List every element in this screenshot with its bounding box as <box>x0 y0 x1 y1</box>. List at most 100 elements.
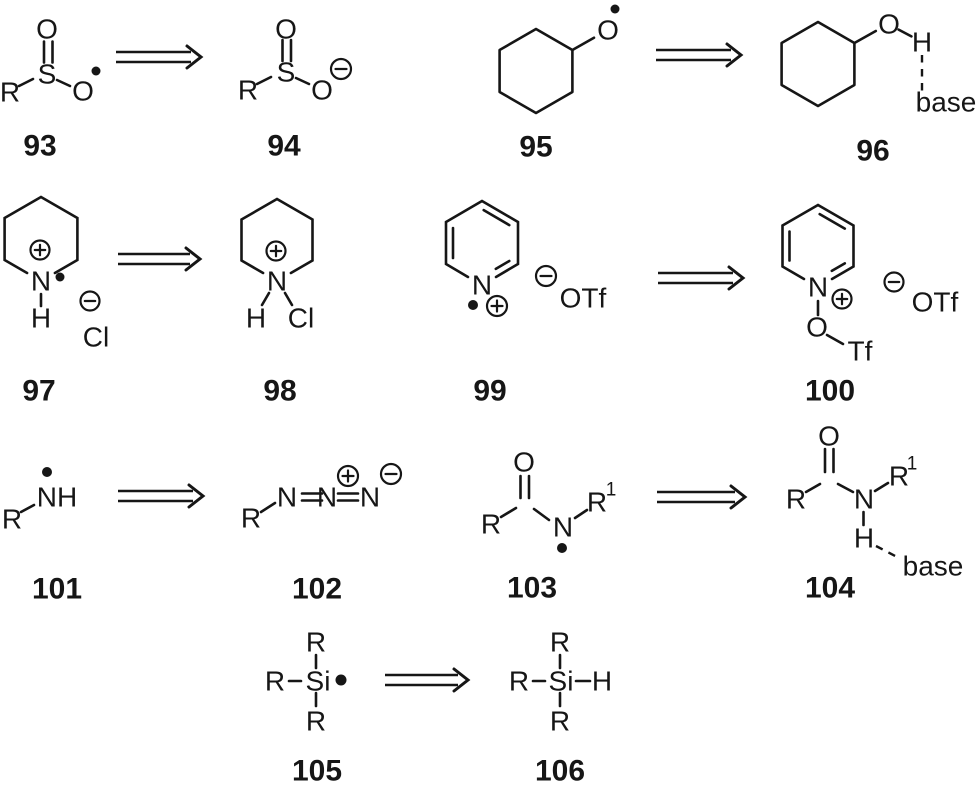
atom-label-N: N <box>808 272 828 303</box>
compound-94-structure: R S O O 94 <box>238 14 353 163</box>
radical-dot-icon <box>91 66 101 76</box>
retro-arrow-icon <box>385 667 471 693</box>
atom-label-N: N <box>267 266 287 297</box>
atom-label-O: O <box>36 14 58 45</box>
atom-label-H: H <box>31 303 51 334</box>
atom-label-O: O <box>878 9 900 40</box>
retro-arrow-icon <box>118 483 206 509</box>
compound-106-structure: R R Si H R 106 <box>509 627 612 788</box>
atom-label-S: S <box>38 59 57 90</box>
compound-93-number: 93 <box>23 130 56 163</box>
minus-charge-icon <box>379 462 403 486</box>
atom-label-N: N <box>553 512 573 543</box>
bond <box>259 501 277 514</box>
radical-dot-icon <box>335 674 347 686</box>
compound-102-structure: R N N N 102 <box>241 462 403 606</box>
compound-95-structure: O 95 <box>498 4 620 164</box>
compound-105-number: 105 <box>292 755 342 788</box>
atom-label-O: O <box>275 14 297 45</box>
minus-charge-icon <box>79 290 101 312</box>
atom-label-R: R <box>265 666 285 697</box>
atom-label-H-highlight: H <box>912 27 932 58</box>
compound-99-structure: N OTf 99 <box>444 199 607 408</box>
compound-93-structure: R S O O 93 <box>0 14 101 163</box>
atom-label-H-highlight: H <box>854 523 874 554</box>
bond <box>255 75 273 86</box>
atom-label-N: N <box>277 482 297 513</box>
piperidine-ring <box>3 195 79 275</box>
atom-label-N: N <box>31 266 51 297</box>
minus-charge-icon <box>329 57 353 81</box>
atom-label-R: R <box>306 706 326 737</box>
compound-98-structure: N H Cl 98 <box>240 197 314 408</box>
compound-96-structure: O H base 96 <box>780 9 976 168</box>
compound-106-number: 106 <box>535 755 585 788</box>
superscript-1: 1 <box>907 454 918 475</box>
atom-label-O: O <box>513 447 535 478</box>
bond <box>573 508 589 520</box>
bond <box>571 36 596 52</box>
bond <box>532 507 551 522</box>
bond <box>897 28 913 38</box>
superscript-1: 1 <box>606 480 617 501</box>
atom-label-N: N <box>472 270 492 301</box>
atom-label-R1: R <box>587 487 607 518</box>
atom-label-H-highlight: H <box>592 666 612 697</box>
compound-95-number: 95 <box>519 131 552 164</box>
atom-label-R: R <box>306 627 326 658</box>
atom-label-N: N <box>854 484 874 515</box>
atom-label-R: R <box>0 77 20 108</box>
atom-label-Si: Si <box>306 666 331 697</box>
compound-102-number: 102 <box>292 573 342 606</box>
plus-charge-icon <box>29 239 51 261</box>
atom-label-R: R <box>509 666 529 697</box>
bond <box>853 29 878 45</box>
compound-97-structure: N H Cl 97 <box>3 195 109 408</box>
double-bond-line <box>818 212 847 230</box>
compound-101-number: 101 <box>32 573 82 606</box>
radical-dot-icon <box>557 543 567 553</box>
atom-label-R: R <box>241 503 261 534</box>
atom-label-O: O <box>818 421 840 452</box>
atom-label-O: O <box>72 76 94 107</box>
cyclohexane-ring <box>498 27 574 115</box>
compound-99-number: 99 <box>473 375 506 408</box>
compound-105-structure: R R Si R 105 <box>265 627 347 788</box>
atom-label-R: R <box>238 75 258 106</box>
hydrogen-bond-dashed <box>875 544 900 560</box>
atom-label-N: N <box>360 482 380 513</box>
atom-label-Cl: Cl <box>288 303 314 334</box>
retro-arrow-icon <box>656 42 744 68</box>
atom-label-S: S <box>277 57 296 88</box>
bond <box>55 78 72 88</box>
piperidine-ring <box>240 197 314 275</box>
bond <box>873 481 890 493</box>
atom-label-O: O <box>311 75 333 106</box>
atom-label-R: R <box>550 706 570 737</box>
retro-arrow-icon <box>118 246 203 272</box>
compound-104-structure: O R N R 1 H base 104 <box>786 421 963 605</box>
bond <box>294 76 311 86</box>
bond <box>804 482 822 494</box>
double-bond-line <box>494 259 511 271</box>
arrow-head <box>727 265 746 291</box>
minus-charge-icon <box>534 264 558 288</box>
atom-label-Si: Si <box>549 666 574 697</box>
atom-label-R: R <box>2 504 22 535</box>
arrow-head <box>187 483 206 509</box>
cyclohexane-ring <box>780 20 856 108</box>
bond <box>19 503 36 514</box>
compound-103-structure: O R N R 1 103 <box>481 447 616 605</box>
atom-label-R: R <box>786 484 806 515</box>
plus-charge-icon <box>485 294 509 318</box>
atom-label-R: R <box>481 509 501 540</box>
compound-100-structure: N O Tf OTf 100 <box>781 203 959 408</box>
retro-arrow-icon <box>658 265 746 291</box>
anion-label-OTf: OTf <box>912 287 959 318</box>
pyridine-ring <box>781 203 855 281</box>
bond <box>836 482 855 494</box>
atom-label-O: O <box>806 312 828 343</box>
atom-label-R1: R <box>889 461 909 492</box>
bond <box>825 333 845 346</box>
